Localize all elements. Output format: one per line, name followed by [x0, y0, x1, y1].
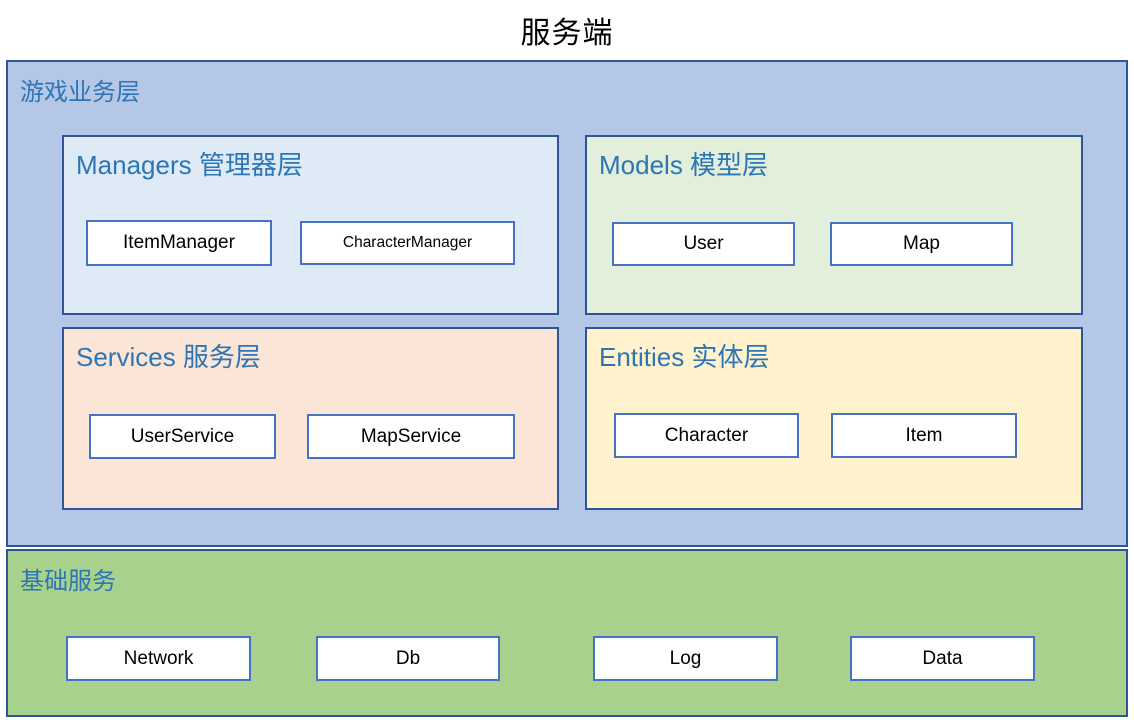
base-layer-label: 基础服务 — [20, 568, 116, 595]
section-entities: Entities 实体层 Character Item — [585, 327, 1083, 510]
page-title: 服务端 — [520, 17, 614, 50]
business-layer-label: 游戏业务层 — [20, 79, 140, 106]
business-layer-box: 游戏业务层 Managers 管理器层 ItemManager Characte… — [6, 60, 1128, 547]
section-managers-label: Managers 管理器层 — [76, 150, 303, 180]
item-log: Log — [593, 636, 778, 681]
item-user: User — [612, 222, 795, 266]
item-character: Character — [614, 413, 799, 458]
item-map: Map — [830, 222, 1013, 266]
item-item: Item — [831, 413, 1017, 458]
item-network: Network — [66, 636, 251, 681]
item-userservice: UserService — [89, 414, 276, 459]
section-services-label: Services 服务层 — [76, 342, 261, 372]
section-managers: Managers 管理器层 ItemManager CharacterManag… — [62, 135, 559, 315]
item-itemmanager: ItemManager — [86, 220, 272, 266]
section-models: Models 模型层 User Map — [585, 135, 1083, 315]
base-layer-box: 基础服务 Network Db Log Data — [6, 549, 1128, 717]
item-charactermanager: CharacterManager — [300, 221, 515, 265]
item-db: Db — [316, 636, 500, 681]
section-entities-label: Entities 实体层 — [599, 342, 770, 372]
section-services: Services 服务层 UserService MapService — [62, 327, 559, 510]
item-data: Data — [850, 636, 1035, 681]
section-models-label: Models 模型层 — [599, 150, 769, 180]
item-mapservice: MapService — [307, 414, 515, 459]
